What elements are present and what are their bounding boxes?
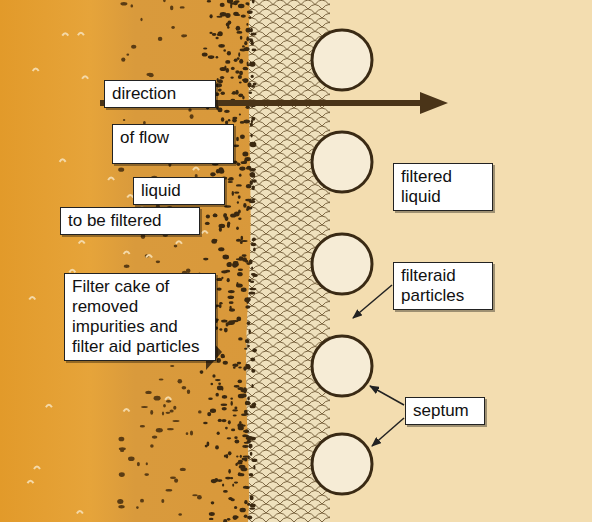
label-box: to be filtered	[60, 207, 200, 235]
label-text: liquid	[141, 181, 217, 201]
label-box: liquid	[133, 177, 225, 205]
septum-rods	[312, 30, 372, 494]
label-box: filtered liquid	[393, 163, 493, 211]
label-text: septum	[413, 401, 477, 421]
label-text: Filter cake of removed impurities and fi…	[72, 277, 208, 357]
label-box: filteraid particles	[393, 262, 493, 310]
label-box: direction	[104, 80, 216, 108]
label-text: to be filtered	[68, 211, 192, 231]
label-box: Filter cake of removed impurities and fi…	[64, 273, 216, 361]
label-box: of flow	[112, 124, 234, 164]
impurity-particles	[27, 0, 257, 522]
leader-line	[370, 386, 404, 405]
label-text: filtered liquid	[401, 167, 485, 207]
label-text: filteraid particles	[401, 266, 485, 306]
label-box: septum	[405, 397, 485, 425]
leader-line	[372, 418, 404, 446]
leader-line	[353, 285, 392, 318]
label-text: of flow	[120, 128, 226, 148]
label-text: direction	[112, 84, 208, 104]
